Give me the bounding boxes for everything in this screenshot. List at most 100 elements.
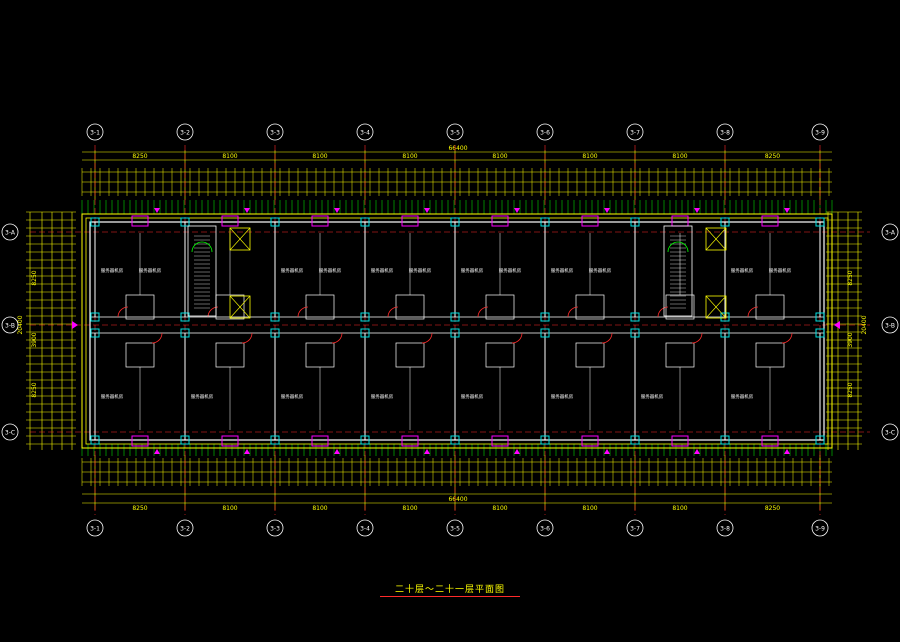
axis-bubble-bottom <box>86 519 104 537</box>
axis-bubble-left-label: 3-B <box>5 323 15 330</box>
column <box>180 328 190 338</box>
stair-core <box>187 225 217 317</box>
exit-triangle <box>694 208 700 213</box>
column <box>270 328 280 338</box>
room-label: 服务器机房 <box>191 393 214 400</box>
axis-bubble-bottom-label: 3-1 <box>90 526 100 533</box>
axis-bubble-top-label: 3-5 <box>450 130 460 137</box>
door-arc <box>511 332 523 344</box>
equipment-box <box>755 294 785 320</box>
room-label: 服务器机房 <box>731 267 754 274</box>
room-label: 服务器机房 <box>499 267 522 274</box>
elevator-shaft <box>229 227 251 251</box>
column <box>270 217 280 227</box>
room-label: 服务器机房 <box>139 267 162 274</box>
column <box>540 435 550 445</box>
elevator-shaft <box>705 227 727 251</box>
column <box>720 217 730 227</box>
equipment-box <box>575 294 605 320</box>
bay-dimension-top: 8100 <box>492 153 507 160</box>
axis-bubble-bottom <box>716 519 734 537</box>
axis-bubble-bottom-label: 3-3 <box>270 526 280 533</box>
elevator-cross <box>229 227 251 251</box>
axis-bubble-top <box>86 123 104 141</box>
window-marker <box>131 215 149 227</box>
exit-triangle <box>424 208 430 213</box>
exit-triangle <box>154 208 160 213</box>
equipment-box <box>125 294 155 320</box>
room-label: 服务器机房 <box>371 267 394 274</box>
bay-dimension-bottom: 8100 <box>492 505 507 512</box>
column <box>90 328 100 338</box>
window-marker <box>671 215 689 227</box>
equipment-box <box>215 342 245 368</box>
window-marker <box>491 435 509 447</box>
column <box>815 217 825 227</box>
overall-depth-left: 20400 <box>17 315 24 334</box>
axis-bubble-bottom <box>266 519 284 537</box>
axis-bubble-top <box>356 123 374 141</box>
elevator-cross <box>229 295 251 319</box>
room-label: 服务器机房 <box>641 393 664 400</box>
exit-triangle <box>334 208 340 213</box>
bay-dimension-bottom: 8100 <box>222 505 237 512</box>
side-dimension-right: 8250 <box>847 382 854 397</box>
axis-bubble-top-label: 3-6 <box>540 130 550 137</box>
door-arc <box>297 306 309 318</box>
axis-bubble-bottom-label: 3-9 <box>815 526 825 533</box>
elevator-shaft <box>705 295 727 319</box>
axis-bubble-left <box>1 423 19 441</box>
exit-triangle <box>604 208 610 213</box>
column <box>360 328 370 338</box>
column <box>450 435 460 445</box>
bay-dimension-bottom: 8100 <box>402 505 417 512</box>
stair-arc <box>667 241 689 253</box>
axis-bubble-top <box>266 123 284 141</box>
axis-bubble-bottom <box>176 519 194 537</box>
overall-dimension-bottom: 66400 <box>448 496 467 503</box>
room-label: 服务器机房 <box>409 267 432 274</box>
exit-triangle <box>514 449 520 454</box>
room-label: 服务器机房 <box>101 393 124 400</box>
stair-core <box>663 225 693 317</box>
window-marker <box>761 435 779 447</box>
room-label: 服务器机房 <box>461 267 484 274</box>
exit-triangle <box>784 449 790 454</box>
door-arc <box>477 306 489 318</box>
door-arc <box>387 306 399 318</box>
side-dimension-left: 3900 <box>31 332 38 347</box>
exit-triangle <box>424 449 430 454</box>
stair-elevator-cores <box>187 225 727 319</box>
overall-depth-right: 20400 <box>861 315 868 334</box>
window-marker <box>491 215 509 227</box>
door-arc <box>747 306 759 318</box>
room-label: 服务器机房 <box>551 267 574 274</box>
axis-bubble-left <box>1 316 19 334</box>
door-arc <box>691 332 703 344</box>
building-outline <box>81 213 833 449</box>
column <box>450 217 460 227</box>
bay-dimension-bottom: 8250 <box>765 505 780 512</box>
column <box>630 435 640 445</box>
axis-bubble-bottom-label: 3-2 <box>180 526 190 533</box>
interior-wall <box>89 221 825 441</box>
door-arc <box>781 332 793 344</box>
axis-bubble-right <box>881 316 899 334</box>
equipment-box <box>395 342 425 368</box>
bay-dimension-bottom: 8100 <box>672 505 687 512</box>
column <box>720 328 730 338</box>
axis-bubble-top <box>811 123 829 141</box>
room-label: 服务器机房 <box>769 267 792 274</box>
column <box>270 312 280 322</box>
exit-triangle <box>514 208 520 213</box>
axis-bubble-right-label: 3-C <box>885 430 895 437</box>
equipment-box <box>395 294 425 320</box>
stair-arc <box>191 241 213 253</box>
room-partitions <box>72 208 840 454</box>
bay-dimension-top: 8100 <box>222 153 237 160</box>
axis-bubble-top-label: 3-1 <box>90 130 100 137</box>
axis-bubble-bottom-label: 3-7 <box>630 526 640 533</box>
room-label: 服务器机房 <box>589 267 612 274</box>
